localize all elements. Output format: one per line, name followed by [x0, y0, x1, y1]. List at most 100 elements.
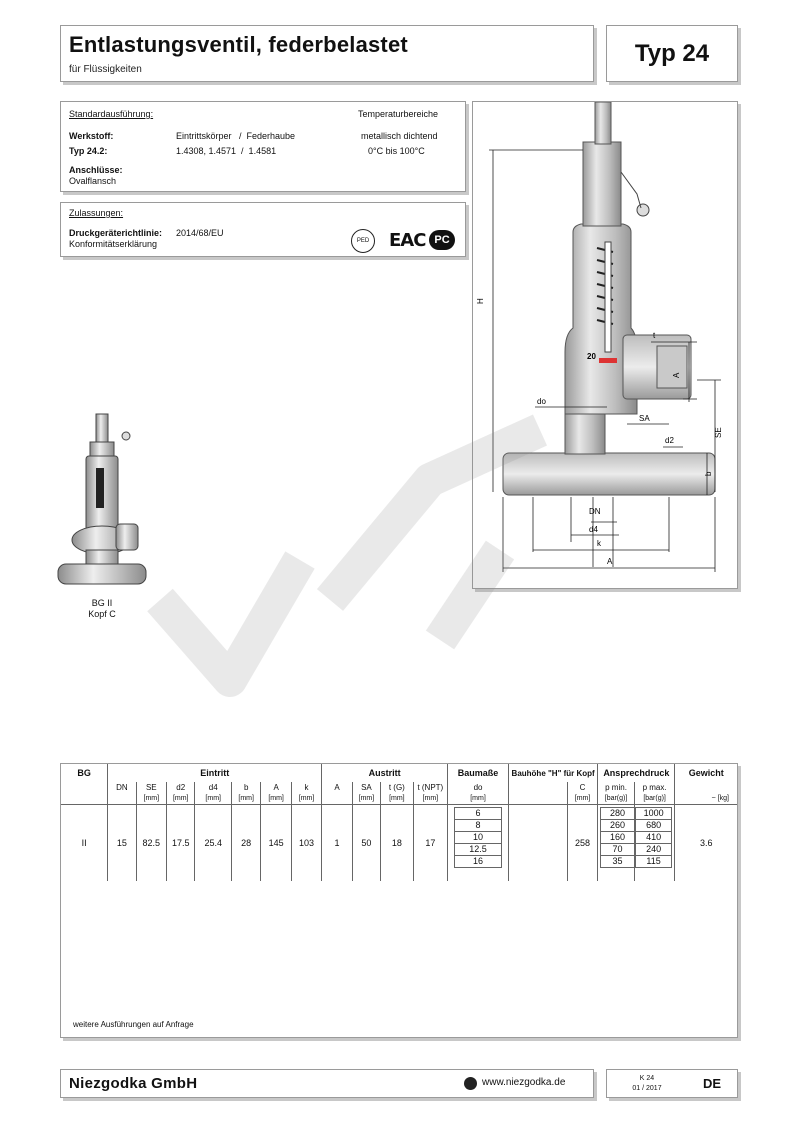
cell-dn: 15 — [107, 804, 137, 881]
website-link[interactable]: www.niezgodka.de — [482, 1077, 566, 1088]
company-name: Niezgodka GmbH — [69, 1075, 198, 1092]
eac-text: EAC — [389, 230, 426, 251]
temp-heading: Temperaturbereiche — [358, 109, 439, 119]
doc-code: K 24 — [639, 1075, 655, 1082]
material-note: metallisch dichtend — [361, 131, 438, 141]
dim-d2: d2 — [665, 436, 674, 445]
unit-k: [mm] — [290, 793, 322, 805]
do-value: 10 — [454, 832, 502, 844]
col-a-in: A — [260, 782, 292, 793]
connections-label: Anschlüsse: — [69, 165, 123, 175]
approvals-label-2: Konformitätserklärung — [69, 239, 158, 249]
unit-c: [mm] — [566, 793, 598, 805]
pmax-value: 1000 — [634, 807, 673, 820]
cell-b: 28 — [230, 804, 261, 881]
unit-se: [mm] — [135, 793, 167, 805]
material-label: Werkstoff: — [69, 131, 114, 141]
hdr-height: Bauhöhe "H" für Kopf — [507, 764, 598, 782]
type-box: Typ 24 — [606, 25, 738, 82]
spec-table-box: BG Eintritt Austritt Baumaße Bauhöhe "H"… — [60, 763, 738, 1038]
hdr-weight: Gewicht — [674, 764, 737, 782]
pmax-value: 240 — [634, 844, 673, 856]
watermark-logo — [147, 414, 548, 697]
thumbnail-caption-1: BG II — [91, 598, 113, 608]
approvals-box: Zulassungen: Druckgeräterichtlinie: Konf… — [60, 202, 466, 257]
language-code: DE — [703, 1076, 722, 1091]
col-pmax: p max. — [633, 782, 675, 793]
hdr-inlet: Eintritt — [107, 764, 322, 782]
unit-pmax: [bar(g)] — [633, 793, 675, 805]
col-c: C — [566, 782, 598, 793]
hdr-dims: Baumaße — [447, 764, 509, 782]
dim-do: do — [537, 397, 546, 406]
cell-se: 82.5 — [135, 804, 167, 881]
eac-icon: EAC — [389, 230, 426, 251]
dim-A-right: A — [672, 372, 681, 378]
doc-date: 01 / 2017 — [632, 1085, 662, 1092]
do-value: 8 — [454, 820, 502, 832]
valve-section-drawing: 20 H t — [476, 102, 723, 572]
unit-d2: [mm] — [166, 793, 195, 805]
standard-box: Standardausführung: Temperaturbereiche W… — [60, 101, 466, 192]
connections-value: Ovalflansch — [69, 176, 117, 186]
pmin-value: 35 — [600, 856, 634, 868]
col-k: k — [290, 782, 322, 793]
material-cols: Eintrittskörper / Federhaube — [176, 131, 296, 141]
gost-text: PC — [434, 234, 450, 246]
cell-t-g: 18 — [380, 804, 414, 881]
cell-a-in: 145 — [260, 804, 292, 881]
thumbnail-caption-2: Kopf C — [88, 609, 116, 619]
size-mark: 20 — [587, 352, 596, 361]
unit-weight: ~ [kg] — [674, 793, 737, 805]
col-d4: d4 — [194, 782, 232, 793]
dim-t: t — [653, 331, 656, 340]
pmin-value: 70 — [600, 844, 634, 856]
col-pmin: p min. — [597, 782, 635, 793]
standard-heading: Standardausführung: — [69, 109, 154, 119]
approvals-value: 2014/68/EU — [176, 228, 224, 238]
dim-SE: SE — [714, 427, 723, 438]
pmax-value: 115 — [634, 856, 673, 868]
hdr-bg: BG — [77, 768, 91, 778]
dim-k: k — [597, 539, 602, 548]
unit-t-g: [mm] — [380, 793, 414, 805]
cell-k: 103 — [290, 804, 322, 881]
col-b: b — [230, 782, 261, 793]
unit-a-in: [mm] — [260, 793, 292, 805]
col-t-npt: t (NPT) — [412, 782, 448, 793]
cell-d2: 17.5 — [166, 804, 195, 881]
approvals-heading: Zulassungen: — [69, 208, 124, 218]
cell-a-out: 1 — [321, 804, 353, 881]
cell-pmax-list: 1000 680 410 240 115 — [633, 804, 675, 881]
unit-b: [mm] — [230, 793, 261, 805]
cell-t-npt: 17 — [412, 804, 448, 881]
col-t-g: t (G) — [380, 782, 414, 793]
cell-c: 258 — [566, 804, 598, 881]
dim-b: b — [704, 471, 713, 476]
footer-code-box: K 24 01 / 2017 DE — [606, 1069, 738, 1098]
unit-t-npt: [mm] — [412, 793, 448, 805]
pmin-value: 260 — [600, 820, 634, 832]
table-footnote: weitere Ausführungen auf Anfrage — [73, 1020, 194, 1029]
cell-d4: 25.4 — [194, 804, 232, 881]
col-do: do — [447, 782, 509, 793]
dim-A-bottom: A — [607, 557, 613, 566]
approvals-label-1: Druckgeräterichtlinie: — [69, 228, 163, 238]
unit-pmin: [bar(g)] — [597, 793, 635, 805]
col-d2: d2 — [166, 782, 195, 793]
cell-bg: II — [81, 838, 87, 848]
globe-icon — [464, 1077, 477, 1090]
dim-DN: DN — [589, 507, 601, 516]
page-subtitle: für Flüssigkeiten — [69, 64, 142, 75]
dim-SA: SA — [639, 414, 650, 423]
unit-sa: [mm] — [351, 793, 381, 805]
page-title: Entlastungsventil, federbelastet — [69, 32, 408, 57]
cell-do-list: 6 8 10 12.5 16 — [447, 804, 509, 881]
valve-thumbnail-image — [57, 413, 147, 585]
type-label: Typ 24 — [634, 40, 710, 67]
cell-sa: 50 — [351, 804, 381, 881]
dim-H: H — [476, 298, 485, 304]
spec-table: BG Eintritt Austritt Baumaße Bauhöhe "H"… — [61, 764, 737, 881]
table-row: II 15 82.5 17.5 25.4 28 145 103 1 50 18 … — [61, 804, 737, 881]
type-variant-value: 1.4308, 1.4571 / 1.4581 — [176, 146, 277, 156]
